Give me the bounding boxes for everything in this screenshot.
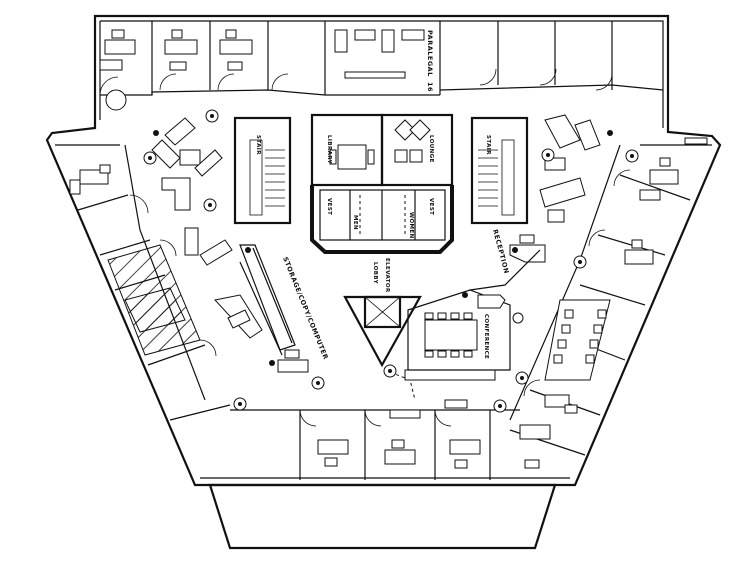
storage-copy-counter: [239, 244, 296, 356]
storage-copy-computer-label: STORAGE/COPY/COMPUTER: [281, 256, 330, 361]
paralegal-number-label: 16: [426, 82, 434, 92]
column-dot-icon: [245, 247, 251, 253]
plant-icon: [383, 364, 397, 378]
building-perimeter: [45, 14, 722, 550]
plant-icons: [143, 109, 639, 413]
conference-room: [407, 289, 524, 371]
right-offices: [509, 137, 712, 469]
plant-icon: [233, 397, 247, 411]
stair-left: [249, 139, 285, 216]
plant-icon: [205, 109, 219, 123]
library-label: LIBRARY: [326, 135, 332, 165]
column-dot-icon: [607, 130, 613, 136]
lobby-label: LOBBY: [372, 262, 378, 285]
building-core: [233, 113, 529, 401]
workstations-right: [469, 114, 601, 291]
column-dot-icon: [269, 360, 275, 366]
plant-icon: [573, 255, 587, 269]
conference-label: CONFERENCE: [483, 314, 489, 359]
plant-icon: [515, 371, 529, 385]
lounge-label: LOUNGE: [428, 135, 434, 163]
stair-left-label: STAIR: [255, 135, 261, 155]
plant-icon: [541, 148, 555, 162]
plant-icon: [493, 399, 507, 413]
plant-icon: [143, 151, 157, 165]
elevator-label: ELEVATOR: [384, 258, 390, 293]
left-offices: [55, 144, 231, 421]
column-dot-icon: [462, 292, 468, 298]
reception-label: RECEPTION: [491, 228, 511, 274]
plant-icon: [311, 376, 325, 390]
paralegal-label: PARALEGAL: [426, 30, 434, 77]
top-offices: [99, 21, 664, 111]
vest-right-label: VEST: [428, 198, 434, 215]
column-dot-icon: [153, 130, 159, 136]
workstations-upper-left: [151, 117, 309, 373]
vest-left-label: VEST: [326, 198, 332, 215]
women-label: WOMEN: [408, 212, 414, 239]
column-dot-icon: [512, 247, 518, 253]
stair-right-label: STAIR: [485, 135, 491, 155]
plant-icon: [625, 149, 639, 163]
plant-icon: [203, 198, 217, 212]
bottom-offices: [230, 369, 520, 480]
column-dot-icons: [153, 130, 613, 366]
men-label: MEN: [352, 215, 358, 230]
stair-right: [478, 139, 515, 216]
